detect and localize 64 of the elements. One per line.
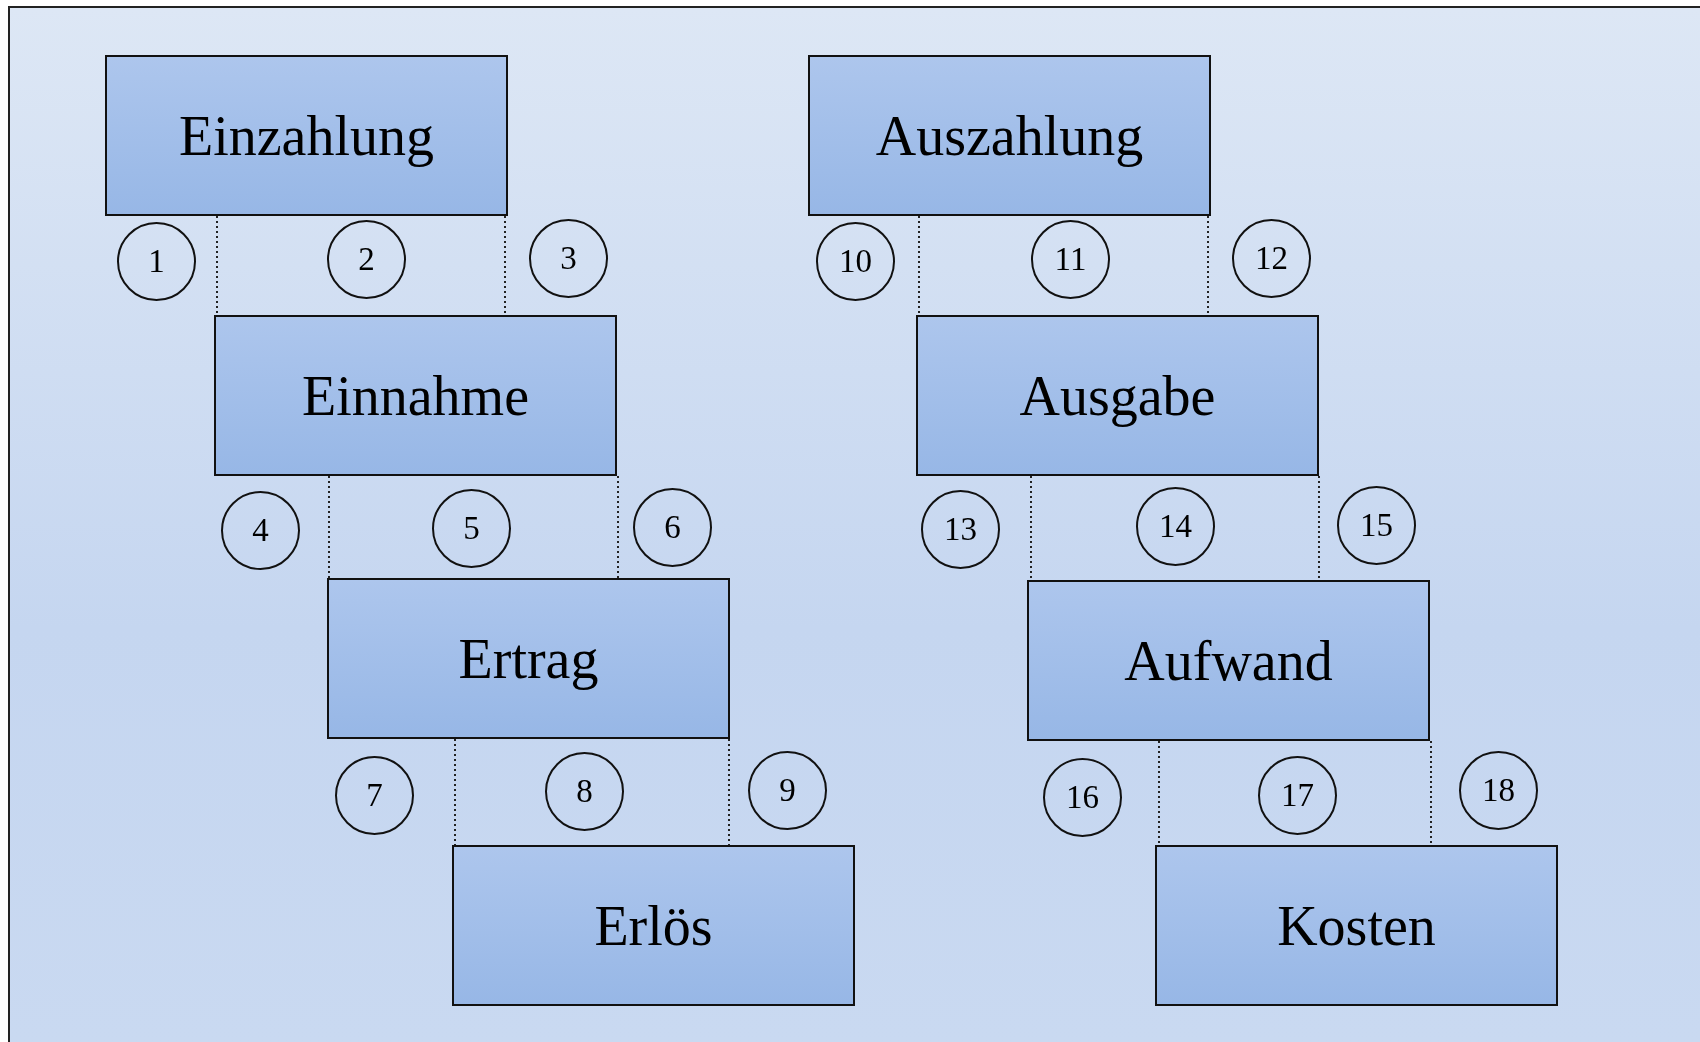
term-box [452,845,855,1006]
callout-number: 13 [944,511,977,548]
number-circle [529,219,608,298]
term-label: Einzahlung [178,103,434,168]
number-circle [1136,487,1215,566]
term-label: Aufwand [1124,628,1333,693]
callout-number: 8 [576,773,593,810]
callout-number: 2 [358,241,375,278]
callout-number: 17 [1281,777,1314,814]
callout-number: 18 [1482,772,1515,809]
dotted-line [216,215,218,316]
dotted-line [1318,475,1320,581]
number-circle [1337,486,1416,565]
dotted-line [728,738,730,846]
callout-number: 4 [252,512,269,549]
dotted-line [1207,215,1209,316]
dotted-line [1030,475,1032,581]
callout-number: 11 [1054,241,1087,278]
number-circle [816,222,895,301]
term-label: Kosten [1277,893,1436,958]
number-circle [432,489,511,568]
term-box [1027,580,1430,741]
callout-number: 6 [664,509,681,546]
dotted-line [504,215,506,316]
dotted-line [328,475,330,579]
dotted-line [617,475,619,579]
callout-number: 5 [463,510,480,547]
term-label: Erlös [594,893,713,958]
number-circle [335,756,414,835]
number-circle [327,220,406,299]
callout-number: 7 [366,777,383,814]
callout-number: 15 [1360,507,1393,544]
number-circle [1043,758,1122,837]
number-circle [633,488,712,567]
term-label: Einnahme [301,363,529,428]
number-circle [117,222,196,301]
term-label: Auszahlung [875,103,1144,168]
dotted-line [454,738,456,846]
callout-number: 1 [148,243,165,280]
dotted-line [918,215,920,316]
number-circle [1258,756,1337,835]
term-box [214,315,617,476]
dotted-line [1158,740,1160,846]
term-box [327,578,730,739]
number-circle [748,751,827,830]
callout-number: 16 [1066,779,1099,816]
number-circle [545,752,624,831]
number-circle [221,491,300,570]
callout-number: 12 [1255,240,1288,277]
term-box [808,55,1211,216]
term-box [105,55,508,216]
number-circle [1031,220,1110,299]
callout-number: 9 [779,772,796,809]
term-box [916,315,1319,476]
term-box [1155,845,1558,1006]
number-circle [1459,751,1538,830]
callout-number: 14 [1159,508,1192,545]
term-label: Ertrag [458,626,599,691]
number-circle [921,490,1000,569]
callout-number: 10 [839,243,872,280]
callout-number: 3 [560,240,577,277]
number-circle [1232,219,1311,298]
term-label: Ausgabe [1019,363,1216,428]
dotted-line [1430,740,1432,846]
